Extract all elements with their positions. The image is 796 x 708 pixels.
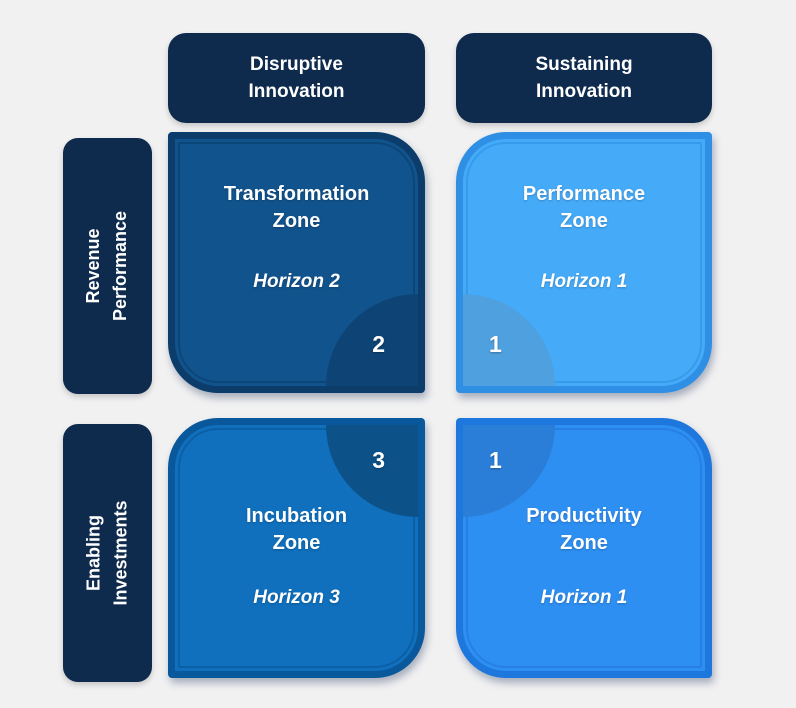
row-header-vertical-text: Revenue Performance: [81, 211, 135, 321]
quadrant-title-line: Performance: [522, 183, 646, 205]
corner-badge-number: 1: [489, 331, 502, 357]
quadrant-productivity-zone: Productivity Zone Horizon 1 1: [456, 418, 712, 678]
quadrant-transformation-zone: Transformation Zone Horizon 2 2: [168, 132, 425, 393]
quadrant-incubation-zone: Incubation Zone Horizon 3 3: [168, 418, 425, 678]
row-header-enabling-investments: Enabling Investments: [63, 424, 152, 682]
corner-badge-number: 3: [372, 447, 385, 473]
row-header-line: Revenue: [83, 228, 104, 304]
horizon-label: Horizon 3: [253, 587, 340, 608]
column-header-line: Disruptive: [250, 54, 343, 75]
quadrant-performance-zone: Performance Zone Horizon 1 1: [456, 132, 712, 393]
row-header-vertical-text: Enabling Investments: [81, 500, 135, 605]
quadrant-title-line: Zone: [560, 532, 608, 554]
row-header-line: Investments: [110, 500, 131, 606]
horizon-label: Horizon 2: [253, 271, 340, 292]
quadrant-title-line: Zone: [560, 210, 608, 232]
corner-accent-quarter-circle: [463, 294, 555, 386]
column-header-disruptive-innovation: Disruptive Innovation: [168, 33, 425, 123]
horizon-label: Horizon 1: [540, 271, 628, 292]
row-header-line: Enabling: [83, 515, 104, 592]
quadrant-title: Productivity Zone: [463, 503, 705, 557]
horizon-label: Horizon 1: [540, 587, 628, 608]
quadrant-title-line: Zone: [272, 532, 321, 554]
corner-badge-number: 1: [489, 447, 502, 473]
column-header-line: Innovation: [535, 81, 633, 102]
corner-badge-number: 2: [372, 331, 385, 357]
row-header-line: Performance: [110, 210, 131, 322]
column-header-line: Innovation: [248, 81, 345, 102]
quadrant-title-line: Zone: [272, 210, 321, 232]
row-header-revenue-performance: Revenue Performance: [63, 138, 152, 394]
quadrant-title: Incubation Zone: [175, 503, 418, 557]
column-header-line: Sustaining: [535, 54, 633, 75]
quadrant-title-line: Transformation: [223, 183, 370, 205]
quadrant-title-line: Productivity: [526, 505, 642, 527]
column-header-sustaining-innovation: Sustaining Innovation: [456, 33, 712, 123]
quadrant-title: Performance Zone: [463, 181, 705, 235]
quadrant-title-line: Incubation: [245, 505, 348, 527]
quadrant-title: Transformation Zone: [175, 181, 418, 235]
